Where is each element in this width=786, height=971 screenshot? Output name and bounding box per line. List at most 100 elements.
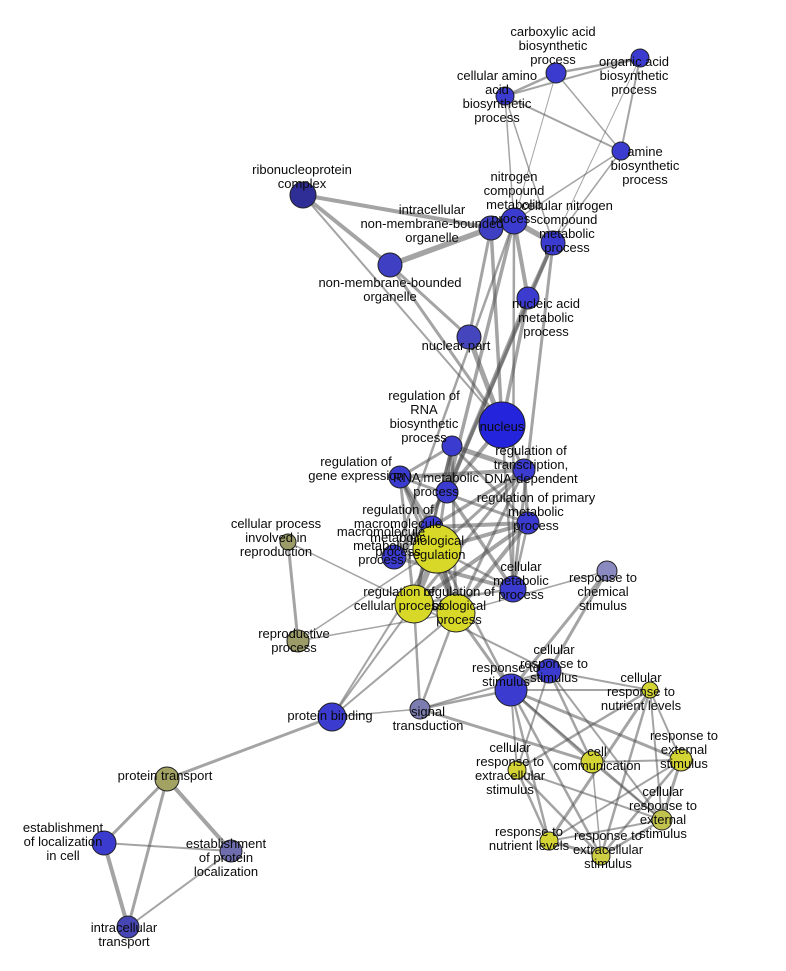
- edge-nmbo--nuclear_part: [388, 263, 471, 339]
- node-reg_gene_expression[interactable]: [388, 465, 412, 489]
- edge-cell_communication--response_external: [591, 759, 682, 763]
- edge-carboxylic_acid_bp--organic_acid_bp: [554, 56, 642, 75]
- edge-organic_acid_bp--cellular_nitrogen_mp: [552, 57, 641, 244]
- node-cellular_response_stimulus[interactable]: [536, 658, 562, 684]
- node-cellular_response_extracellular[interactable]: [507, 760, 527, 780]
- edge-est_protein_localization--intracellular_transport: [127, 850, 232, 928]
- edge-response_stimulus--response_chemical: [509, 569, 609, 692]
- edge-rnp_complex--nmbo: [301, 193, 392, 267]
- edge-response_external--response_nutrient: [548, 759, 682, 842]
- node-label-protein_binding: protein binding: [287, 708, 372, 723]
- node-est_localization_cell[interactable]: [91, 830, 117, 856]
- edge-est_localization_cell--intracellular_transport: [102, 841, 130, 929]
- node-amine_bp[interactable]: [611, 141, 631, 161]
- node-est_protein_localization[interactable]: [219, 839, 243, 863]
- node-cellular_metabolic[interactable]: [499, 575, 527, 603]
- edge-cell_communication--cellular_response_external: [591, 761, 663, 821]
- edge-cellular_response_stimulus--cellular_response_external: [548, 670, 663, 821]
- edge-reproductive_process--reg_biological_process: [297, 612, 457, 642]
- node-organic_acid_bp[interactable]: [630, 48, 650, 68]
- edge-protein_transport--est_protein_localization: [165, 777, 233, 853]
- node-response_nutrient[interactable]: [539, 831, 559, 851]
- node-nuclear_part[interactable]: [456, 324, 482, 350]
- node-label-nucleus: nucleus: [480, 419, 525, 434]
- edge-cellular_response_stimulus--response_chemical: [547, 569, 609, 673]
- edge-cellular_response_stimulus--cellular_response_nutrient: [548, 670, 651, 691]
- node-signal_transduction[interactable]: [409, 698, 431, 720]
- node-macromolecule_mp[interactable]: [381, 544, 407, 570]
- edge-reg_transcription--reg_macromolecule: [430, 468, 526, 529]
- edge-rna_metabolic--cellular_metabolic: [445, 490, 515, 591]
- edge-rna_metabolic--macromolecule_mp: [392, 490, 449, 559]
- node-cellular_response_nutrient[interactable]: [641, 681, 659, 699]
- node-reg_transcription[interactable]: [512, 458, 536, 482]
- edge-cellular_response_stimulus--cellular_response_extracellular: [516, 670, 550, 771]
- node-cellular_process_reproduction[interactable]: [279, 533, 297, 551]
- node-reg_rna_biosynthetic[interactable]: [441, 435, 463, 457]
- node-reg_cellular_process[interactable]: [394, 584, 434, 624]
- node-reg_biological_process[interactable]: [436, 593, 476, 633]
- edge-intracellular_nmbo--nucleus: [489, 226, 504, 427]
- edge-signal_transduction--cell_communication: [418, 707, 594, 764]
- edge-response_external--cellular_response_nutrient: [649, 689, 682, 761]
- node-protein_binding[interactable]: [317, 702, 347, 732]
- node-cellular_nitrogen_mp[interactable]: [540, 230, 566, 256]
- node-biological_regulation[interactable]: [412, 524, 462, 574]
- node-rnp_complex[interactable]: [289, 181, 317, 209]
- edge-carboxylic_acid_bp--amine_bp: [555, 72, 622, 152]
- edge-protein_transport--est_localization_cell: [102, 777, 169, 845]
- node-reproductive_process[interactable]: [286, 629, 310, 653]
- node-response_stimulus[interactable]: [494, 673, 528, 707]
- nodes-layer: [91, 48, 693, 939]
- edge-carboxylic_acid_bp--nitrogen_compound_mp: [513, 72, 557, 222]
- node-reg_primary_metabolic[interactable]: [516, 511, 540, 535]
- edge-amine_bp--nitrogen_compound_mp: [513, 150, 622, 222]
- node-protein_transport[interactable]: [154, 766, 180, 792]
- node-nucleic_acid_mp[interactable]: [516, 286, 540, 310]
- edge-cellular_process_reproduction--reproductive_process: [286, 540, 300, 643]
- edge-response_extracellular--cellular_response_extracellular: [515, 768, 603, 858]
- node-nucleus[interactable]: [478, 401, 526, 449]
- node-carboxylic_acid_bp[interactable]: [545, 62, 567, 84]
- node-response_external[interactable]: [669, 748, 693, 772]
- edge-response_extracellular--cellular_response_nutrient: [599, 688, 652, 858]
- edge-cell_communication--response_extracellular: [591, 761, 602, 857]
- node-nmbo[interactable]: [377, 252, 403, 278]
- node-intracellular_transport[interactable]: [116, 915, 140, 939]
- edge-response_extracellular--cellular_response_external: [599, 818, 664, 858]
- edge-response_stimulus--response_nutrient: [509, 688, 551, 843]
- node-intracellular_nmbo[interactable]: [478, 215, 504, 241]
- node-cell_communication[interactable]: [580, 750, 604, 774]
- node-response_chemical[interactable]: [596, 560, 618, 582]
- node-rna_metabolic[interactable]: [435, 480, 459, 504]
- edge-cellular_response_extracellular--cellular_response_external: [516, 769, 663, 821]
- edge-cellular_response_nutrient--cellular_response_external: [649, 689, 663, 821]
- node-cellular_amino_bp[interactable]: [495, 86, 515, 106]
- node-response_extracellular[interactable]: [591, 846, 611, 866]
- edge-amine_bp--cellular_nitrogen_mp: [552, 150, 622, 244]
- edge-macromolecule_mp--cellular_metabolic: [392, 555, 515, 591]
- edge-response_nutrient--cellular_response_extracellular: [515, 768, 551, 843]
- node-cellular_response_external[interactable]: [651, 809, 673, 831]
